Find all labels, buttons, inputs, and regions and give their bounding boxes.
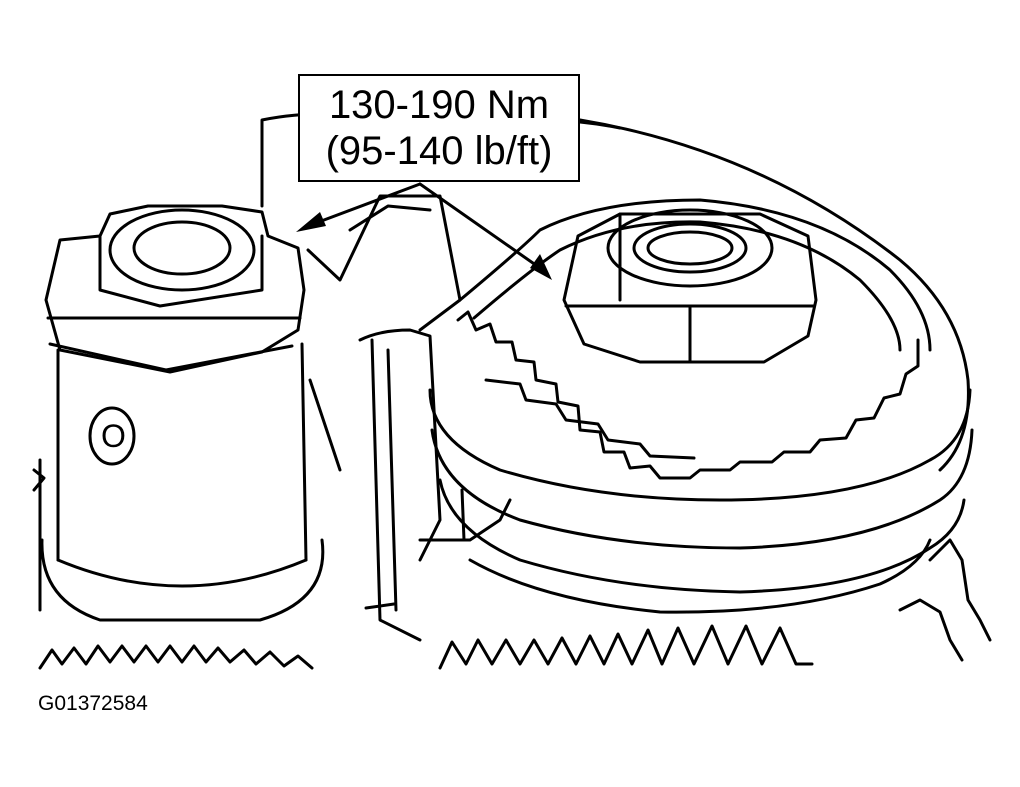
torque-lbft-label: (95-140 lb/ft) bbox=[325, 129, 553, 173]
tensioner-pulley bbox=[430, 120, 972, 612]
tensioner-arm bbox=[262, 114, 510, 640]
arrowhead-right bbox=[530, 254, 552, 280]
idler-cylinder bbox=[42, 206, 323, 620]
gear-teeth bbox=[40, 646, 312, 668]
torque-callout: 130-190 Nm (95-140 lb/ft) bbox=[298, 74, 580, 182]
callout-leaders bbox=[308, 122, 620, 268]
arrowhead-left bbox=[296, 212, 326, 232]
cylinder-mark: O bbox=[101, 418, 126, 454]
gear-teeth-right bbox=[440, 626, 812, 668]
figure-code: G01372584 bbox=[38, 692, 148, 715]
torque-nm-label: 130-190 Nm bbox=[328, 83, 550, 127]
